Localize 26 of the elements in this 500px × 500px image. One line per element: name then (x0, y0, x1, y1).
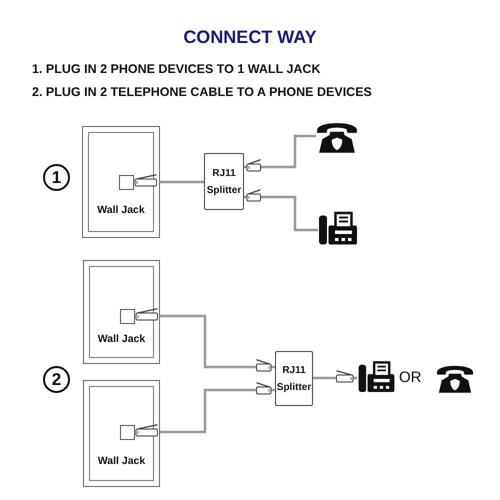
cable (313, 376, 357, 380)
fax-phone-icon (357, 361, 396, 393)
cable (160, 180, 204, 184)
wall-plate (82, 126, 160, 238)
splitter-device (275, 351, 313, 406)
step-circle (43, 164, 70, 191)
instruction-text: 1. PLUG IN 2 PHONE DEVICES TO 1 WALL JACK (32, 62, 320, 77)
step-circle (43, 366, 70, 393)
diagram-title: CONNECT WAY (182, 27, 318, 48)
step-number: 2 (52, 370, 62, 388)
cable (160, 388, 275, 434)
fax-phone-icon (318, 211, 358, 246)
wall-plate (83, 260, 160, 364)
splitter-device (204, 153, 244, 210)
wall-jack-label: Wall Jack (96, 455, 146, 468)
wall-jack-label: Wall Jack (96, 333, 146, 346)
wall-jack-label: Wall Jack (96, 204, 146, 217)
cable (244, 196, 318, 232)
cable (160, 314, 275, 368)
or-text: OR (399, 369, 422, 387)
splitter-label: RJ11 Splitter (206, 166, 242, 198)
wall-plate (83, 380, 160, 487)
cable (244, 134, 316, 168)
step-number: 1 (52, 168, 62, 186)
splitter-label: RJ11 Splitter (276, 364, 312, 394)
instruction-text: 2. PLUG IN 2 TELEPHONE CABLE TO A PHONE DEVICES (32, 85, 372, 100)
